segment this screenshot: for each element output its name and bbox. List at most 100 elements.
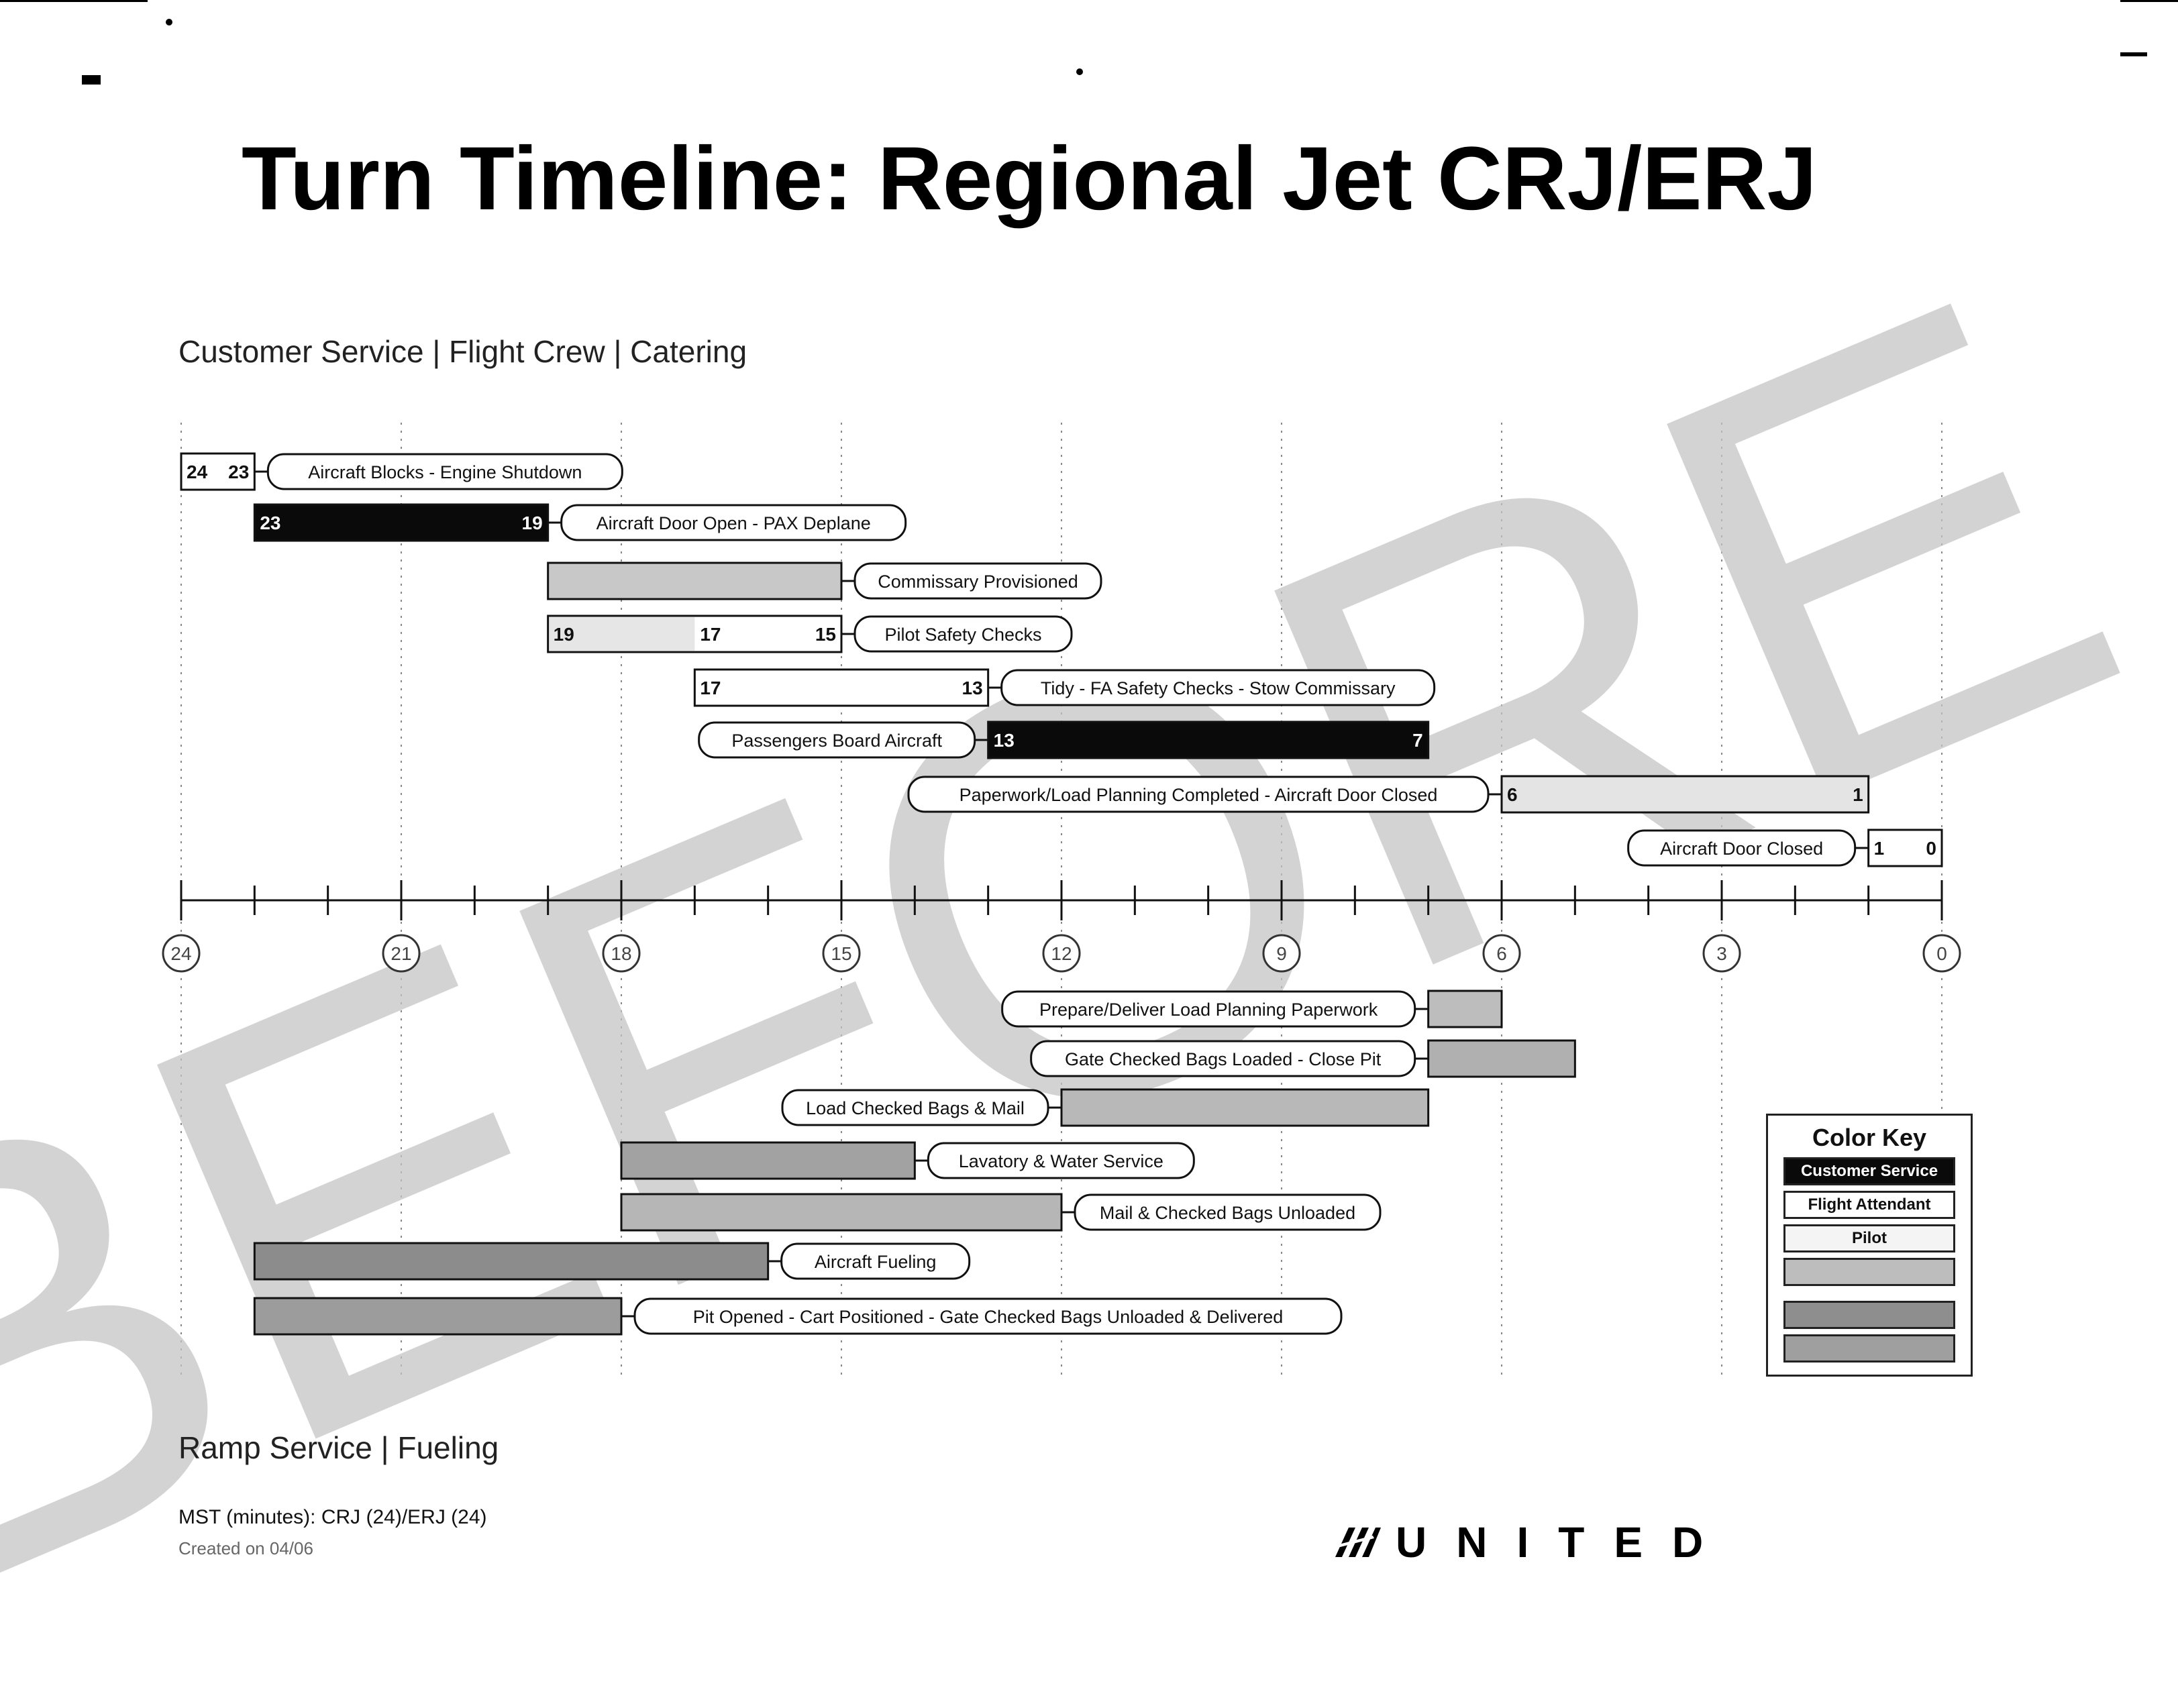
tick-circle: [382, 934, 421, 973]
task-label: Aircraft Fueling: [815, 1252, 937, 1272]
task-label-pill: [633, 1297, 1343, 1335]
task-bar-number: 7: [1412, 730, 1423, 751]
task-label: Lavatory & Water Service: [959, 1151, 1163, 1171]
task-bar-number: 1: [1874, 838, 1885, 859]
task-bar-number: 17: [700, 678, 721, 698]
footer-mst: MST (minutes): CRJ (24)/ERJ (24): [178, 1506, 487, 1528]
top-section-label: Customer Service | Flight Crew | Caterin…: [178, 334, 747, 369]
task-bar-number: 19: [554, 624, 574, 645]
tick-circle: [1042, 934, 1081, 973]
task-label: Load Checked Bags & Mail: [806, 1098, 1025, 1118]
tick-label: 12: [1051, 943, 1072, 964]
task-label-pill: [1001, 990, 1416, 1028]
task-label: Prepare/Deliver Load Planning Paperwork: [1039, 1000, 1378, 1020]
scan-dot: [166, 19, 172, 25]
united-logo: UNITED: [1326, 1517, 1732, 1567]
watermark-text: BEFORE: [0, 171, 2178, 1708]
task-bar-number: 1: [1853, 784, 1863, 805]
footer-created: Created on 04/06: [178, 1538, 313, 1558]
tick-circle: [1262, 934, 1301, 973]
task-label: Aircraft Door Open - PAX Deplane: [597, 513, 871, 533]
task-label-pill: [780, 1242, 971, 1280]
task-bar: [1500, 775, 1870, 814]
tick-label: 6: [1496, 943, 1507, 964]
task-bar-number: 13: [962, 678, 983, 698]
task-label-pill: [853, 615, 1073, 653]
task-bar: [1867, 829, 1943, 867]
task-bar: [253, 1297, 623, 1336]
task-label: Commissary Provisioned: [878, 572, 1078, 592]
tick-circle: [822, 934, 861, 973]
key-swatch-5: [1783, 1301, 1955, 1329]
task-label: Mail & Checked Bags Unloaded: [1100, 1203, 1355, 1223]
task-label: Aircraft Blocks - Engine Shutdown: [308, 462, 582, 482]
key-flight-attendant: Flight Attendant: [1783, 1191, 1955, 1219]
task-bar: [1060, 1088, 1430, 1127]
task-label-pill: [1627, 829, 1857, 867]
task-bar: [1427, 1039, 1576, 1078]
key-customer-service: Customer Service: [1783, 1157, 1955, 1185]
tick-circle: [1922, 934, 1961, 973]
task-label: Passengers Board Aircraft: [731, 731, 942, 751]
task-bar: [547, 562, 843, 600]
watermark-layer: BEFORE: [0, 171, 2178, 1708]
scan-edge-line: [2120, 0, 2178, 2]
task-label: Pit Opened - Cart Positioned - Gate Chec…: [693, 1307, 1283, 1327]
task-label-pill: [907, 776, 1490, 813]
task-bar-number: 13: [994, 730, 1015, 751]
task-bar-number: 0: [1926, 838, 1936, 859]
task-bar: [253, 1242, 770, 1281]
scan-mark: [82, 75, 101, 85]
task-bar: [693, 668, 990, 707]
task-bar-number: 6: [1507, 784, 1518, 805]
task-label-pill: [1000, 669, 1436, 706]
bottom-section-label: Ramp Service | Fueling: [178, 1430, 499, 1465]
task-bar: [987, 720, 1430, 759]
task-bar: [620, 1141, 916, 1180]
tick-label: 0: [1936, 943, 1947, 964]
key-swatch-6: [1783, 1334, 1955, 1363]
task-label: Paperwork/Load Planning Completed - Airc…: [960, 785, 1438, 805]
task-bar-number: 24: [187, 462, 208, 482]
tick-circle: [602, 934, 641, 973]
axis-layer: 24 21 18 15 12 9 6 3 0: [162, 880, 1961, 973]
tick-circle: [162, 934, 201, 973]
task-label: Tidy - FA Safety Checks - Stow Commissar…: [1041, 678, 1396, 698]
task-label-pill: [560, 504, 907, 541]
tick-label: 15: [831, 943, 851, 964]
tick-label: 24: [170, 943, 191, 964]
task-label-pill: [266, 453, 623, 490]
tick-circle: [1702, 934, 1741, 973]
tick-circle: [1482, 934, 1521, 973]
task-label-pill: [1074, 1193, 1382, 1231]
united-tulip-icon: [1326, 1528, 1381, 1557]
task-bar-number: 23: [228, 462, 249, 482]
tick-label: 9: [1276, 943, 1287, 964]
task-label: Aircraft Door Closed: [1660, 839, 1823, 859]
task-bar-number: 19: [522, 513, 543, 533]
task-bar-number: 15: [815, 624, 836, 645]
tick-label: 21: [391, 943, 411, 964]
scan-mark: [2120, 52, 2147, 56]
task-label: Pilot Safety Checks: [884, 625, 1041, 645]
task-label-pill: [927, 1142, 1195, 1179]
tick-label: 18: [611, 943, 631, 964]
united-wordmark: UNITED: [1396, 1518, 1733, 1566]
chart-title: Turn Timeline: Regional Jet CRJ/ERJ: [242, 129, 1817, 229]
task-bar-number: 23: [260, 513, 280, 533]
color-key: Color Key Customer Service Flight Attend…: [1766, 1114, 1973, 1377]
color-key-title: Color Key: [1812, 1124, 1927, 1151]
scan-dot: [1076, 68, 1083, 75]
task-bar: [253, 503, 550, 542]
top-tasks-layer: 24 23 Aircraft Blocks - Engine Shutdown 23 1…: [180, 452, 1943, 867]
task-label-pill: [1030, 1040, 1416, 1077]
task-label-pill: [853, 562, 1102, 600]
task-bar: [1427, 990, 1503, 1028]
task-label-pill: [698, 721, 976, 759]
tick-label: 3: [1716, 943, 1727, 964]
task-label: Gate Checked Bags Loaded - Close Pit: [1065, 1049, 1382, 1069]
scan-edge-line: [0, 0, 148, 2]
task-bar: [620, 1193, 1063, 1232]
key-swatch-4: [1783, 1258, 1955, 1286]
